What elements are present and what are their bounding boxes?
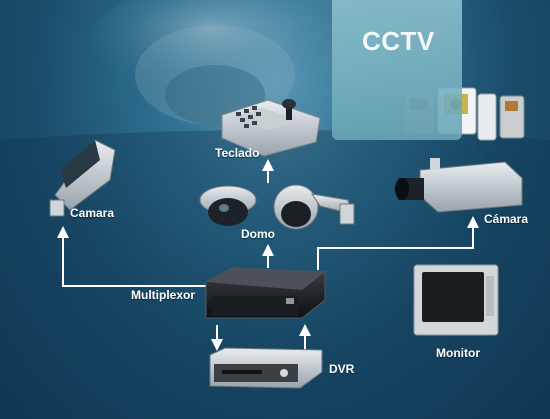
label-domo: Domo: [241, 227, 275, 241]
connectors: [57, 159, 479, 351]
arrow-to-camara-right: [317, 216, 479, 270]
label-camara-right: Cámara: [484, 212, 529, 226]
dvr-device: [209, 347, 323, 389]
page-title: CCTV: [362, 26, 435, 56]
box-camera-right: [395, 158, 523, 213]
keyboard-controller: [221, 99, 321, 157]
arrow-to-camara-left: [57, 226, 206, 287]
label-monitor: Monitor: [436, 346, 480, 360]
label-camara-left: Camara: [70, 206, 115, 220]
label-dvr: DVR: [329, 362, 355, 376]
multiplexor-device: [205, 267, 326, 319]
label-teclado: Teclado: [215, 146, 260, 160]
dome-camera-ptz: [273, 184, 355, 230]
label-multiplexor: Multiplexor: [131, 288, 196, 302]
dome-camera-small: [199, 185, 257, 226]
title-panel: [332, 0, 462, 140]
background-dome-camera: [90, 0, 330, 125]
monitor-device: [413, 264, 499, 336]
box-camera-left: [49, 139, 116, 217]
